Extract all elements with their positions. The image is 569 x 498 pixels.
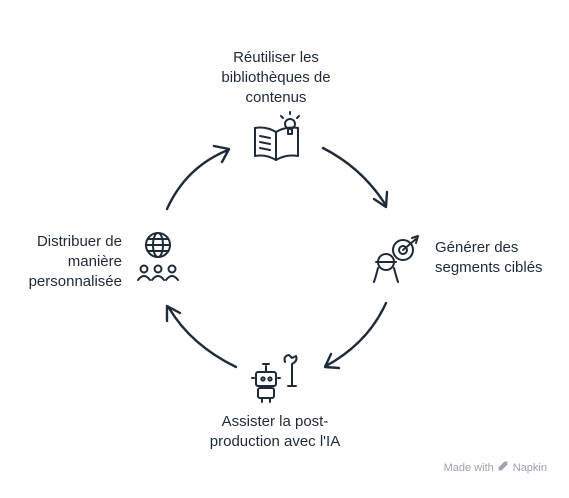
cycle-arrows	[165, 144, 389, 370]
robot-wrench-icon	[251, 354, 298, 403]
person-target-icon	[373, 235, 419, 283]
arrow-top-to-right	[321, 146, 387, 206]
globe-group-icon	[137, 232, 179, 281]
node-right-line-2: segments ciblés	[435, 259, 543, 276]
watermark-brand: Napkin	[512, 462, 547, 474]
node-bottom-line-2: production avec l'IA	[209, 433, 341, 450]
node-top-line-2: bibliothèques de	[221, 69, 331, 86]
watermark-prefix: Made with	[443, 462, 494, 474]
arrow-bottom-to-left	[167, 306, 238, 369]
node-right-label: Générer des segments ciblés	[435, 238, 560, 278]
napkin-logo-icon	[498, 461, 509, 475]
arrow-left-to-top	[165, 148, 230, 211]
node-bottom-label: Assister la post- production avec l'IA	[190, 412, 360, 452]
node-left-line-3: personnalisée	[28, 273, 122, 290]
node-top-label: Réutiliser les bibliothèques de contenus	[196, 48, 356, 108]
node-top-line-1: Réutiliser les	[233, 49, 319, 66]
node-left-line-1: Distribuer de	[36, 233, 122, 250]
node-left-label: Distribuer de manière personnalisée	[10, 232, 122, 292]
node-right-line-1: Générer des	[435, 239, 519, 256]
node-left-line-2: manière	[67, 253, 122, 270]
napkin-watermark[interactable]: Made with Napkin	[444, 461, 547, 475]
open-book-lightbulb-icon	[254, 111, 300, 161]
arrow-right-to-bottom	[324, 301, 388, 368]
node-bottom-line-1: Assister la post-	[221, 413, 329, 430]
node-top-line-3: contenus	[245, 89, 307, 106]
